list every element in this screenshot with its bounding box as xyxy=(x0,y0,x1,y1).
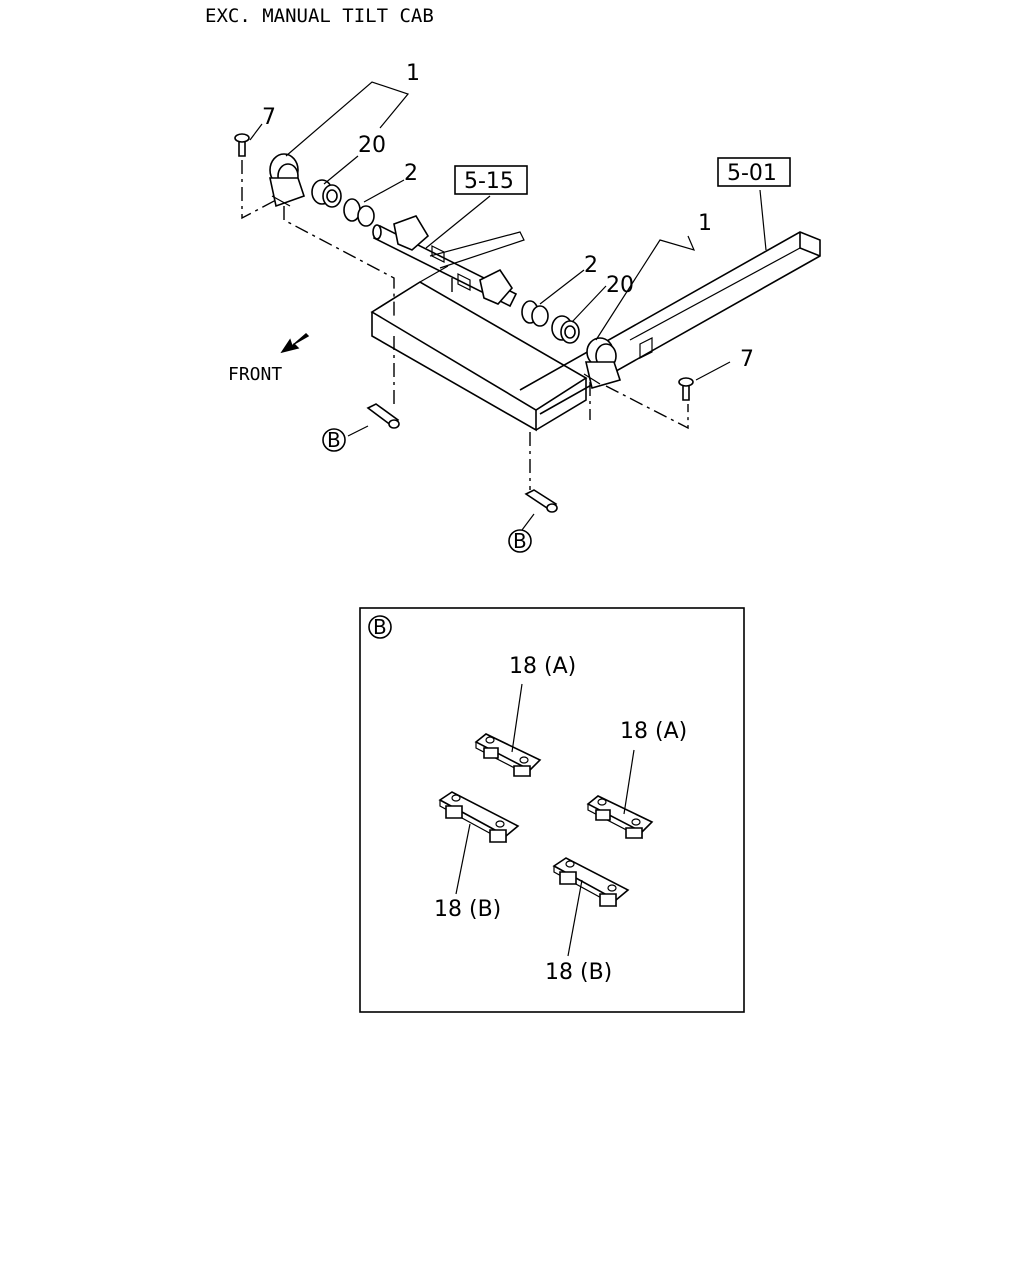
svg-text:5-15: 5-15 xyxy=(464,169,514,194)
plate-18a-top xyxy=(474,733,542,777)
plate-18b-bottom xyxy=(552,857,630,908)
rubber-mount-right xyxy=(551,315,580,344)
label-18b-bottom: 18 (B) xyxy=(545,960,612,985)
label-18b-left: 18 (B) xyxy=(434,897,501,922)
front-label: FRONT xyxy=(228,364,282,385)
diagram-title: EXC. MANUAL TILT CAB xyxy=(205,5,434,27)
callout-bracket-left: 1 xyxy=(406,61,420,86)
plate-18a-right xyxy=(586,795,654,839)
frame-rail xyxy=(519,231,821,415)
label-18a-top: 18 (A) xyxy=(509,654,576,679)
callout-bracket-right: 1 xyxy=(698,211,712,236)
tilt-shaft xyxy=(372,215,525,308)
svg-text:5-01: 5-01 xyxy=(727,161,777,186)
ref-box-5-15: 5-15 xyxy=(454,165,528,195)
bushing-right xyxy=(521,300,549,327)
callout-rubber-right: 20 xyxy=(606,273,634,298)
bushing-left xyxy=(343,198,375,227)
cab-cross-member xyxy=(370,265,588,432)
callout-bushing-left: 2 xyxy=(404,161,418,186)
assembly-lines xyxy=(241,160,689,490)
detail-box: B xyxy=(359,607,745,1013)
plate-18b-left xyxy=(438,791,520,844)
rubber-mount-left xyxy=(311,179,342,208)
callout-bolt-right: 7 xyxy=(740,347,754,372)
leader-lines xyxy=(249,81,767,531)
detail-badge: B xyxy=(368,615,392,639)
bracket-left xyxy=(269,153,306,208)
circle-ref-b-left: B xyxy=(322,428,346,452)
svg-text:B: B xyxy=(513,529,527,553)
callout-bolt-left: 7 xyxy=(262,105,276,130)
callout-rubber-left: 20 xyxy=(358,133,386,158)
svg-text:B: B xyxy=(373,615,387,639)
ref-box-5-01: 5-01 xyxy=(717,157,791,187)
callout-bushing-right: 2 xyxy=(584,253,598,278)
label-18a-right: 18 (A) xyxy=(620,719,687,744)
bracket-right xyxy=(583,337,622,390)
plate-b-center xyxy=(524,489,558,513)
svg-text:B: B xyxy=(327,428,341,452)
front-arrow: FRONT xyxy=(228,333,310,385)
bolt-right xyxy=(678,377,694,401)
plate-b-left xyxy=(366,403,400,429)
circle-ref-b-center: B xyxy=(508,529,532,553)
bolt-left xyxy=(234,133,250,157)
